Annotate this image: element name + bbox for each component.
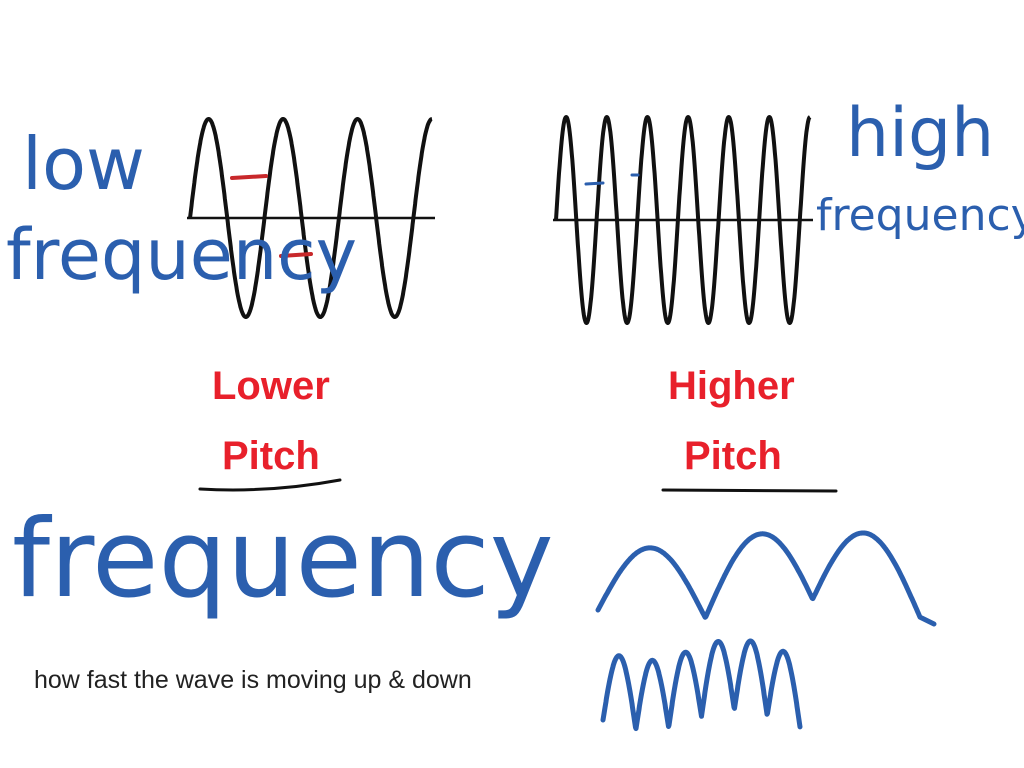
low-wave-curve [188, 117, 434, 319]
red-marker-upper [230, 174, 268, 180]
frequency-definition: how fast the wave is moving up & down [34, 666, 472, 694]
squiggle-high-frequency [600, 638, 803, 732]
higher-pitch-underline [661, 488, 838, 493]
label-higher: Higher [668, 364, 795, 408]
hand-drawn-waves [595, 530, 937, 732]
high-wave-curve [554, 115, 812, 325]
label-lower: Lower [212, 364, 330, 408]
annotation-high-frequency: frequency [816, 190, 1024, 241]
label-higher-pitch: Pitch [684, 434, 782, 478]
annotation-frequency-term: frequency [12, 497, 554, 622]
blue-marker-left [584, 181, 605, 186]
lower-pitch-underline [198, 478, 342, 492]
red-marker-lower [279, 252, 313, 258]
annotation-low-frequency: frequency [6, 214, 358, 296]
annotation-high: high [846, 94, 995, 173]
label-lower-pitch: Pitch [222, 434, 320, 478]
low-frequency-wave [187, 117, 435, 319]
high-frequency-wave [553, 115, 813, 325]
annotation-low: low [22, 122, 145, 206]
squiggle-low-frequency [595, 530, 937, 627]
